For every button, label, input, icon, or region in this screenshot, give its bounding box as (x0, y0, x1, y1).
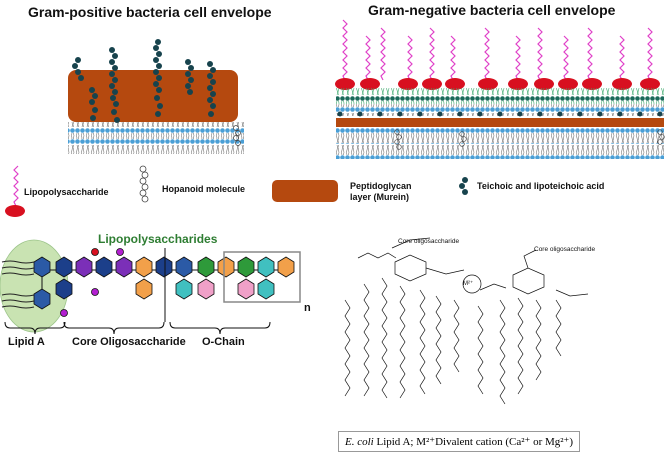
legend-lps-label: Lipopolysaccharide (24, 187, 109, 197)
legend-peptidoglycan-icon (272, 180, 338, 202)
legend-peptidoglycan-line1: Peptidoglycan (350, 181, 412, 191)
gn-outer-membrane-dots (337, 111, 663, 117)
caption-species: E. coli (345, 436, 374, 448)
o-chain-repeat-bracket (223, 251, 301, 303)
teichoic-chain (185, 59, 194, 95)
legend-hopanoid-label: Hopanoid molecule (162, 184, 246, 194)
repeat-count-label: n (304, 302, 311, 314)
core-sugars (55, 248, 193, 300)
gram-positive-title: Gram-positive bacteria cell envelope (28, 4, 272, 20)
teichoic-chain (109, 47, 120, 123)
teichoic-chain (153, 39, 163, 117)
teichoic-chain (207, 61, 216, 117)
lipid-a-acyl-chains (1, 260, 35, 309)
gn-peptidoglycan-layer (336, 118, 664, 127)
segment-brackets (4, 321, 271, 335)
gn-lps-chains (342, 19, 653, 81)
gp-hopanoid (233, 125, 241, 146)
gp-teichoic-acids (72, 39, 216, 123)
legend-teichoic-label: Teichoic and lipoteichoic acid (477, 181, 605, 191)
legend-peptidoglycan-label: Peptidoglycan layer (Murein) (350, 181, 412, 203)
gram-negative-title: Gram-negative bacteria cell envelope (368, 2, 616, 18)
gp-membrane-inner-leaflet (68, 138, 244, 154)
gn-outer-membrane-upper (336, 88, 664, 104)
lipid-a-label: Lipid A (8, 336, 45, 348)
caption-text: Lipid A; M²⁺Divalent cation (Ca²⁺ or Mg²… (373, 436, 574, 448)
gp-peptidoglycan-layer (68, 70, 238, 122)
gn-inner-membrane-lower (336, 143, 664, 159)
o-chain-sugars (197, 256, 295, 300)
core-oligosaccharide-label: Core Oligosaccharide (72, 336, 186, 348)
legend-peptidoglycan-line2: layer (Murein) (350, 192, 410, 202)
gn-hopanoids (394, 129, 665, 150)
teichoic-chain (72, 57, 84, 81)
core-oligosaccharide-label-right: Core oligosaccharide (534, 246, 596, 253)
teichoic-chain (89, 87, 98, 121)
metal-cation-label: M²⁺ (463, 281, 474, 287)
core-oligosaccharide-label-left: Core oligosaccharide (398, 238, 460, 245)
legend-hopanoid-icon (139, 165, 149, 203)
gn-inner-membrane-upper (336, 127, 664, 143)
gn-lps-heads (335, 78, 660, 90)
legend-teichoic-icon (459, 177, 468, 195)
lps-panel-title: Lipopolysaccharides (98, 232, 218, 246)
lipid-a-caption: E. coli Lipid A; M²⁺Divalent cation (Ca²… (338, 431, 581, 452)
metal-cation-circle (462, 274, 482, 294)
gp-membrane-outer-leaflet (68, 122, 244, 138)
o-chain-label: O-Chain (202, 336, 245, 348)
